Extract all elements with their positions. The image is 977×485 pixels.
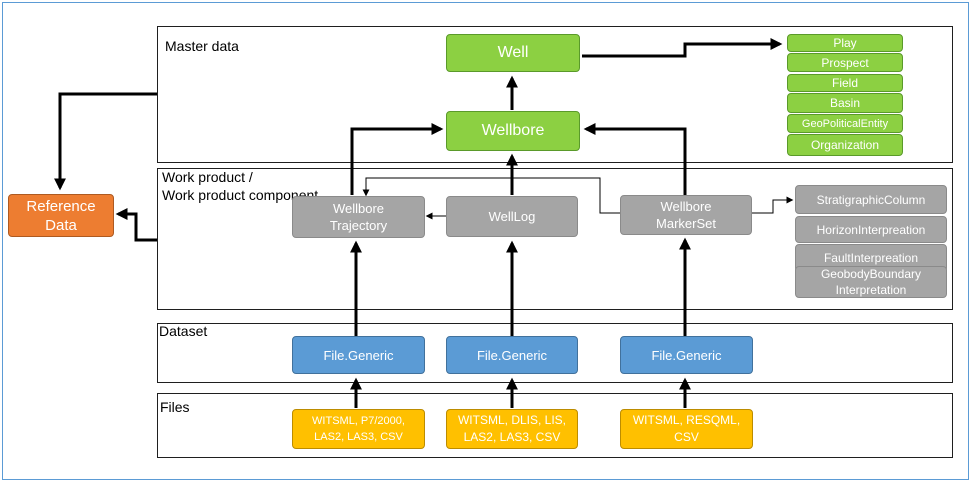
workproduct-to-reference-arrow: [115, 208, 157, 242]
ref-prospect: Prospect: [787, 53, 903, 72]
reference-data-node: Reference Data: [8, 194, 114, 237]
wellbore-markerset-node: Wellbore MarkerSet: [620, 195, 752, 235]
stratigraphic-column-node: StratigraphicColumn: [795, 185, 947, 214]
work-product-layer: [157, 168, 953, 310]
markerset-to-trajectory-arrow: [362, 177, 620, 214]
dataset-file-generic-1: File.Generic: [292, 336, 425, 374]
ref-field: Field: [787, 74, 903, 92]
dataset-file-generic-3: File.Generic: [620, 336, 753, 374]
ref-play: Play: [787, 34, 903, 52]
work-product-label-line2: Work product component: [162, 187, 319, 203]
well-to-refs-arrow: [582, 38, 783, 58]
file-formats-1: WITSML, P7/2000, LAS2, LAS3, CSV: [292, 409, 425, 449]
work-product-label-line1: Work product /: [162, 169, 253, 185]
geobody-boundary-interpretation-node: GeobodyBoundary Interpretation: [795, 266, 947, 298]
ref-organization: Organization: [787, 134, 903, 156]
files-layer: [157, 393, 953, 458]
file-formats-3: WITSML, RESQML, CSV: [620, 409, 753, 449]
dataset-layer: [157, 323, 953, 383]
horizon-interpretation-node: HorizonInterpreation: [795, 216, 947, 243]
master-data-layer: [157, 26, 953, 163]
files-label: Files: [160, 399, 190, 415]
ref-geopoliticalentity: GeoPoliticalEntity: [787, 114, 903, 133]
master-data-label: Master data: [165, 38, 239, 54]
master-to-reference-arrow: [54, 92, 157, 191]
file-formats-2: WITSML, DLIS, LIS, LAS2, LAS3, CSV: [446, 409, 578, 449]
ref-basin: Basin: [787, 93, 903, 113]
dataset-label: Dataset: [159, 323, 208, 339]
well-node: Well: [446, 34, 580, 72]
wellbore-node: Wellbore: [446, 111, 580, 151]
trajectory-to-wellbore-arrow: [350, 123, 444, 195]
markerset-to-wellbore-arrow: [583, 123, 687, 195]
welllog-node: WellLog: [446, 196, 578, 237]
dataset-file-generic-2: File.Generic: [446, 336, 578, 374]
markerset-to-refs-arrow: [752, 196, 794, 214]
wellbore-trajectory-node: Wellbore Trajectory: [292, 196, 425, 238]
outer-frame: [2, 2, 969, 480]
